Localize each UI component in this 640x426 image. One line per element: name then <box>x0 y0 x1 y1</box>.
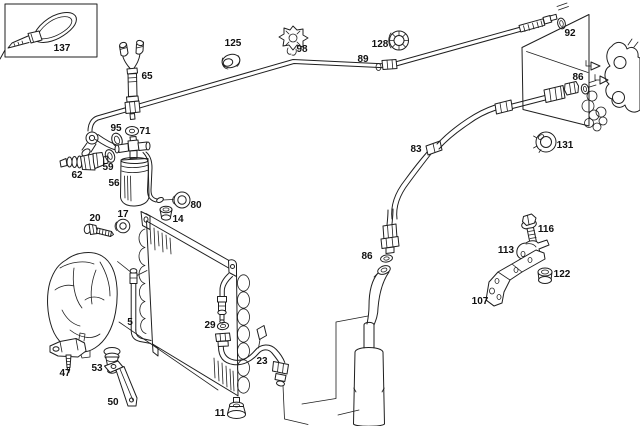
part-label-113: 113 <box>498 245 515 256</box>
part-label-95: 95 <box>110 123 122 134</box>
bracket-50-drawing <box>104 360 138 407</box>
bolt-20-drawing <box>83 223 114 237</box>
part-label-56: 56 <box>108 178 120 189</box>
mount-11-drawing <box>227 397 246 419</box>
pressure-switch-65-drawing <box>119 39 144 120</box>
washer-71-drawing <box>125 126 139 136</box>
condenser-5-drawing <box>138 211 250 397</box>
grommet-17-drawing <box>114 218 131 234</box>
part-label-59: 59 <box>102 162 114 173</box>
part-label-98: 98 <box>296 44 308 55</box>
panel-arrow-icons <box>585 60 609 85</box>
part-label-50: 50 <box>107 397 119 408</box>
o-ring-95-inner <box>113 135 121 145</box>
bushing-14-drawing <box>159 205 173 221</box>
inset-box <box>0 3 98 60</box>
part-label-71: 71 <box>139 126 151 137</box>
nut-122-drawing <box>537 267 553 284</box>
receiver-drier-56-drawing <box>114 136 174 207</box>
hose-coupling-89 <box>375 59 398 71</box>
spring-clip-98 <box>278 25 309 56</box>
o-ring-59-inner <box>107 152 113 160</box>
part-label-86: 86 <box>572 72 584 83</box>
part-label-116: 116 <box>538 224 555 235</box>
cable-tie-drawing <box>7 12 77 49</box>
part-label-5: 5 <box>127 317 133 328</box>
part-label-20: 20 <box>89 213 101 224</box>
part-label-92: 92 <box>564 28 576 39</box>
part-label-14: 14 <box>172 214 184 225</box>
part-label-17: 17 <box>117 209 129 220</box>
o-ring-29-drawing <box>216 321 230 331</box>
part-label-125: 125 <box>225 38 242 49</box>
washer-71-inner <box>128 128 135 134</box>
firewall-panel-drawing <box>521 14 608 132</box>
grommet-80-drawing <box>172 191 191 209</box>
part-label-122: 122 <box>554 269 571 280</box>
reservoir-tank-drawing <box>353 265 391 426</box>
refrigerant-pipe-drawing <box>87 27 521 132</box>
hose-83-drawing <box>391 80 597 220</box>
condenser-top-valve <box>217 273 233 324</box>
pipe-end-fitting-92 <box>518 2 569 33</box>
temperature-switch-62-drawing <box>59 152 109 171</box>
o-ring-59-drawing <box>104 149 116 163</box>
part-label-11: 11 <box>215 408 226 419</box>
part-label-83: 83 <box>410 144 422 155</box>
part-label-80: 80 <box>190 200 202 211</box>
part-label-29: 29 <box>204 320 216 331</box>
part-label-65: 65 <box>141 71 153 82</box>
hose-end-fitting-86 <box>380 208 400 263</box>
grommet-128 <box>388 30 409 51</box>
condenser-left-pipe <box>117 261 152 344</box>
bracket-107-drawing <box>485 249 546 307</box>
fan-shroud-drawing <box>47 252 118 359</box>
part-label-137: 137 <box>54 43 71 54</box>
firewall-boot-drawing <box>604 38 640 113</box>
part-label-89: 89 <box>357 54 369 65</box>
grommet-cap-125 <box>221 53 241 70</box>
part-label-107: 107 <box>472 296 489 307</box>
bracket-47-drawing <box>49 332 87 373</box>
panel-outline-drawing <box>301 315 369 416</box>
part-label-62: 62 <box>71 170 83 181</box>
part-label-128: 128 <box>372 39 389 50</box>
part-label-86: 86 <box>361 251 373 262</box>
part-label-53: 53 <box>91 363 103 374</box>
hose-23-drawing <box>215 325 309 425</box>
part-label-23: 23 <box>256 356 268 367</box>
grommet-131-drawing <box>533 131 557 153</box>
part-label-131: 131 <box>557 140 574 151</box>
part-label-47: 47 <box>59 368 71 379</box>
body-edge-line <box>118 321 219 391</box>
